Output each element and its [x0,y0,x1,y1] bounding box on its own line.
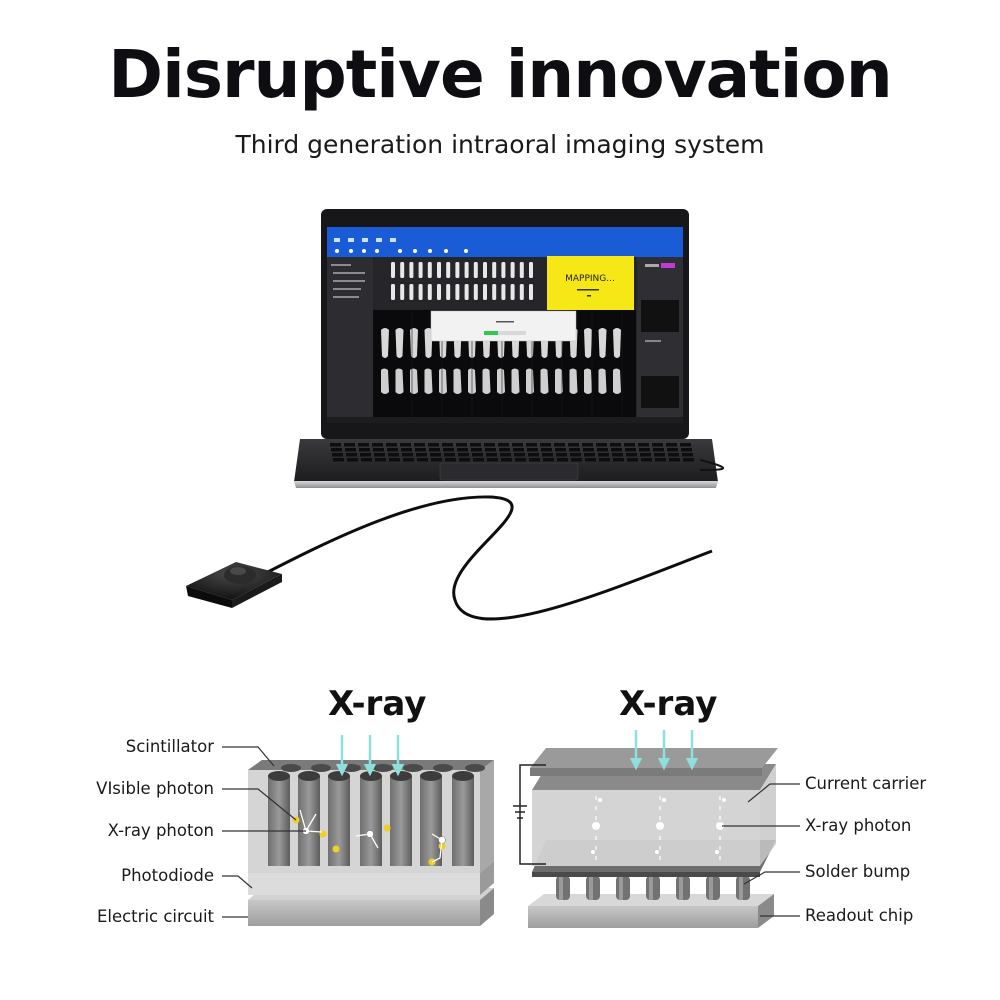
page-subtitle: Third generation intraoral imaging syste… [235,130,765,159]
page-title: Disruptive innovation [108,36,892,113]
label-xray-photon-left: X-ray photon [107,821,214,840]
screen-toolbar [327,227,683,257]
label-readout-chip: Readout chip [805,906,914,925]
intraoral-sensor [186,562,282,608]
mapping-text: MAPPING... [565,274,615,284]
right-xray-heading: X-ray [619,684,718,724]
indirect-detector-diagram [222,735,494,926]
label-solder-bump: Solder bump [805,862,911,881]
left-xray-heading: X-ray [328,684,427,724]
direct-detector-diagram [513,730,800,928]
label-photodiode: Photodiode [121,866,214,885]
label-xray-photon-right: X-ray photon [805,816,912,835]
label-current-carrier: Current carrier [805,774,927,793]
sensor-cable [261,495,713,621]
label-scintillator: Scintillator [125,737,214,756]
label-visible-photon: VIsible photon [96,779,214,798]
label-electric-circuit: Electric circuit [96,907,214,926]
mapping-panel [547,256,634,310]
